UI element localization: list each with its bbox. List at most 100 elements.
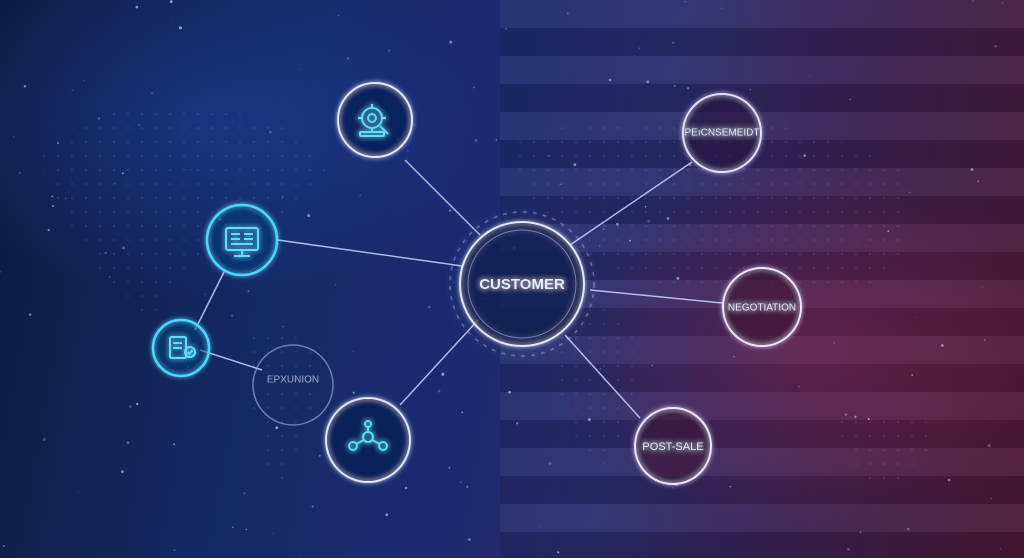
star-particle xyxy=(352,351,354,353)
star-particle xyxy=(673,84,676,88)
star-particle xyxy=(466,485,469,488)
monitor-node[interactable] xyxy=(205,203,279,277)
connector-negotiation xyxy=(589,289,723,304)
star-particle xyxy=(282,326,284,328)
star-particle xyxy=(849,98,852,101)
star-particle xyxy=(908,191,911,193)
star-particle xyxy=(505,28,507,30)
star-particle xyxy=(0,270,2,273)
star-particle xyxy=(126,441,130,445)
star-particle xyxy=(472,86,475,89)
star-particle xyxy=(352,391,355,394)
star-particle xyxy=(204,293,206,296)
star-particle xyxy=(230,314,234,317)
gear-magnifier-icon xyxy=(358,104,389,137)
star-particle xyxy=(13,136,15,138)
star-particle xyxy=(385,513,389,516)
star-particle xyxy=(272,533,274,535)
star-particle xyxy=(972,0,974,2)
post-sale-node[interactable]: POST-SALE xyxy=(634,407,712,485)
star-particle xyxy=(51,195,54,198)
gear-node[interactable] xyxy=(337,82,413,158)
star-particle xyxy=(318,454,321,457)
star-particle xyxy=(847,547,850,551)
post-sale-label: POST-SALE xyxy=(642,441,703,453)
star-particle xyxy=(28,313,32,316)
star-particle xyxy=(638,47,640,50)
star-particle xyxy=(359,194,361,196)
star-particle xyxy=(947,478,951,482)
star-particle xyxy=(672,487,674,489)
connector-document-expansion xyxy=(199,349,263,371)
star-particle xyxy=(915,316,917,318)
star-particle xyxy=(437,389,441,393)
star-particle xyxy=(448,466,451,469)
star-particle xyxy=(720,7,722,9)
star-particle xyxy=(299,68,301,70)
star-particle xyxy=(449,209,452,212)
star-particle xyxy=(911,374,913,376)
star-particle xyxy=(151,92,153,95)
expansion-node[interactable]: EPXUNION xyxy=(252,344,334,426)
retirement-node[interactable]: PEıCNSEMEIDT xyxy=(682,93,762,173)
star-particle xyxy=(474,138,478,142)
star-particle xyxy=(970,167,974,171)
star-particle xyxy=(335,284,337,286)
star-particle xyxy=(672,41,675,44)
star-particle xyxy=(941,344,944,347)
star-particle xyxy=(999,548,1002,550)
star-particle xyxy=(136,402,139,406)
star-particle xyxy=(495,139,498,141)
document-check-icon xyxy=(169,336,196,359)
star-particle xyxy=(245,528,247,531)
connector-gear xyxy=(404,159,481,236)
star-particle xyxy=(47,228,51,232)
star-particle xyxy=(907,528,910,530)
star-particle xyxy=(71,89,73,91)
connectors xyxy=(194,159,723,419)
retirement-label: PEıCNSEMEIDT xyxy=(684,128,759,139)
star-particle xyxy=(669,3,671,5)
connector-network xyxy=(399,319,479,406)
star-particle xyxy=(540,525,542,527)
monitor-icon xyxy=(225,227,259,257)
star-particle xyxy=(2,544,5,548)
star-particle xyxy=(311,505,314,508)
star-particle xyxy=(808,75,811,77)
star-particle xyxy=(832,341,836,344)
star-particle xyxy=(413,123,416,126)
document-node[interactable] xyxy=(151,318,211,378)
star-particle xyxy=(687,87,690,90)
star-particle xyxy=(977,180,980,183)
connector-retirement xyxy=(569,161,693,246)
connector-monitor-document xyxy=(194,269,226,331)
star-particle xyxy=(449,40,453,44)
network-node[interactable] xyxy=(325,397,411,483)
star-particle xyxy=(83,79,85,81)
customer-hub[interactable]: CUSTOMER xyxy=(449,211,595,357)
star-particle xyxy=(441,372,445,376)
star-particle xyxy=(346,57,350,60)
star-particle xyxy=(461,411,464,414)
star-particle xyxy=(859,531,862,534)
network-icon xyxy=(348,420,388,451)
star-particle xyxy=(78,491,80,493)
star-particle xyxy=(749,88,751,90)
star-particle xyxy=(982,286,983,288)
star-particle xyxy=(173,443,176,446)
star-particle xyxy=(733,355,735,358)
world-map xyxy=(40,105,940,490)
connector-post-sale xyxy=(564,334,641,419)
star-particle xyxy=(983,339,986,341)
star-particle xyxy=(516,422,519,425)
star-particle xyxy=(247,290,250,293)
star-particle xyxy=(42,437,46,441)
star-particle xyxy=(1001,2,1004,4)
star-particle xyxy=(231,526,234,529)
star-particle xyxy=(994,44,998,48)
star-particle xyxy=(508,390,511,394)
negotiation-node[interactable]: NEGOTIATION xyxy=(722,267,802,347)
star-particle xyxy=(178,26,182,30)
